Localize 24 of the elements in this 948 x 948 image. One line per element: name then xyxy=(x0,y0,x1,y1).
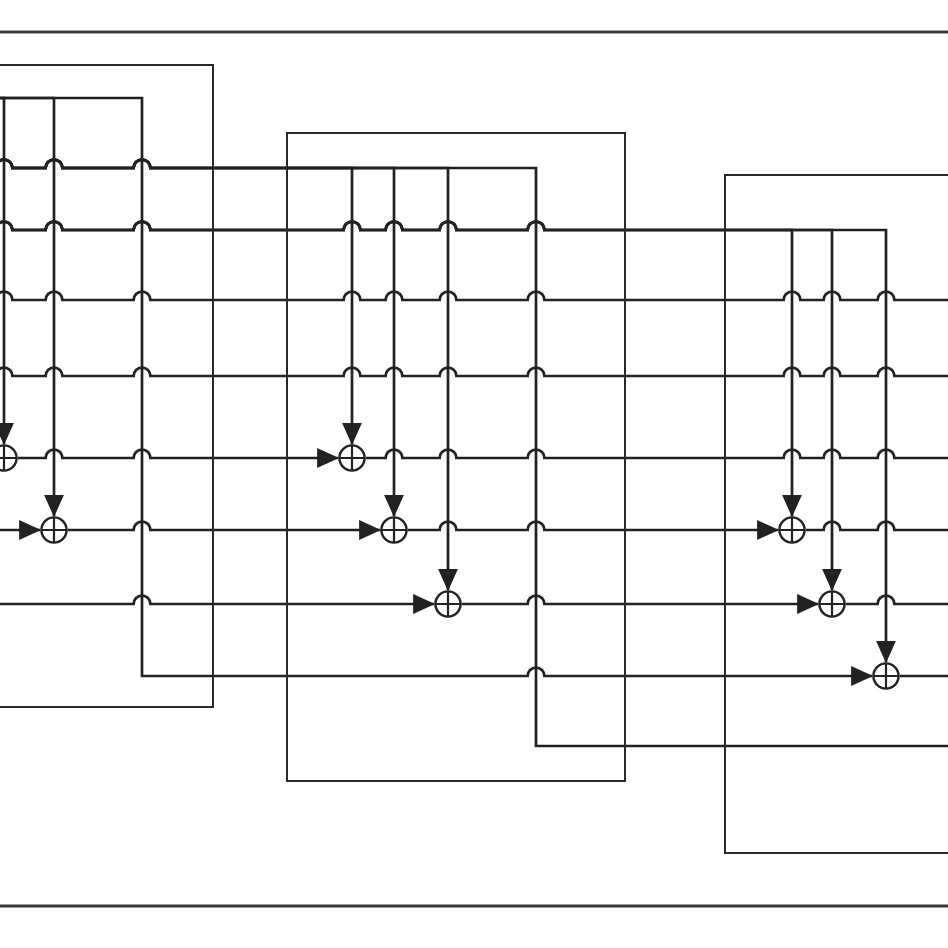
arrow xyxy=(0,220,896,664)
xor-symbol xyxy=(380,516,408,544)
signal-line xyxy=(900,674,948,678)
signal-line xyxy=(846,594,948,606)
arrow xyxy=(0,520,42,540)
xor-symbol xyxy=(434,590,462,618)
arrow xyxy=(408,520,780,540)
arrow xyxy=(0,96,874,686)
signal-line xyxy=(366,448,948,460)
module-box xyxy=(724,174,948,854)
xor-symbol xyxy=(338,444,366,472)
arrow xyxy=(68,520,382,540)
arrow xyxy=(0,594,436,614)
module-box xyxy=(0,64,214,708)
arrow xyxy=(462,594,820,614)
xor-symbol xyxy=(778,516,806,544)
xor-symbol xyxy=(818,590,846,618)
arrow xyxy=(0,158,458,592)
xor-symbol xyxy=(40,516,68,544)
signal-line xyxy=(806,520,948,532)
arrow xyxy=(18,448,340,468)
module-box xyxy=(286,132,626,782)
xor-symbol xyxy=(872,662,900,690)
arrow xyxy=(0,96,14,446)
